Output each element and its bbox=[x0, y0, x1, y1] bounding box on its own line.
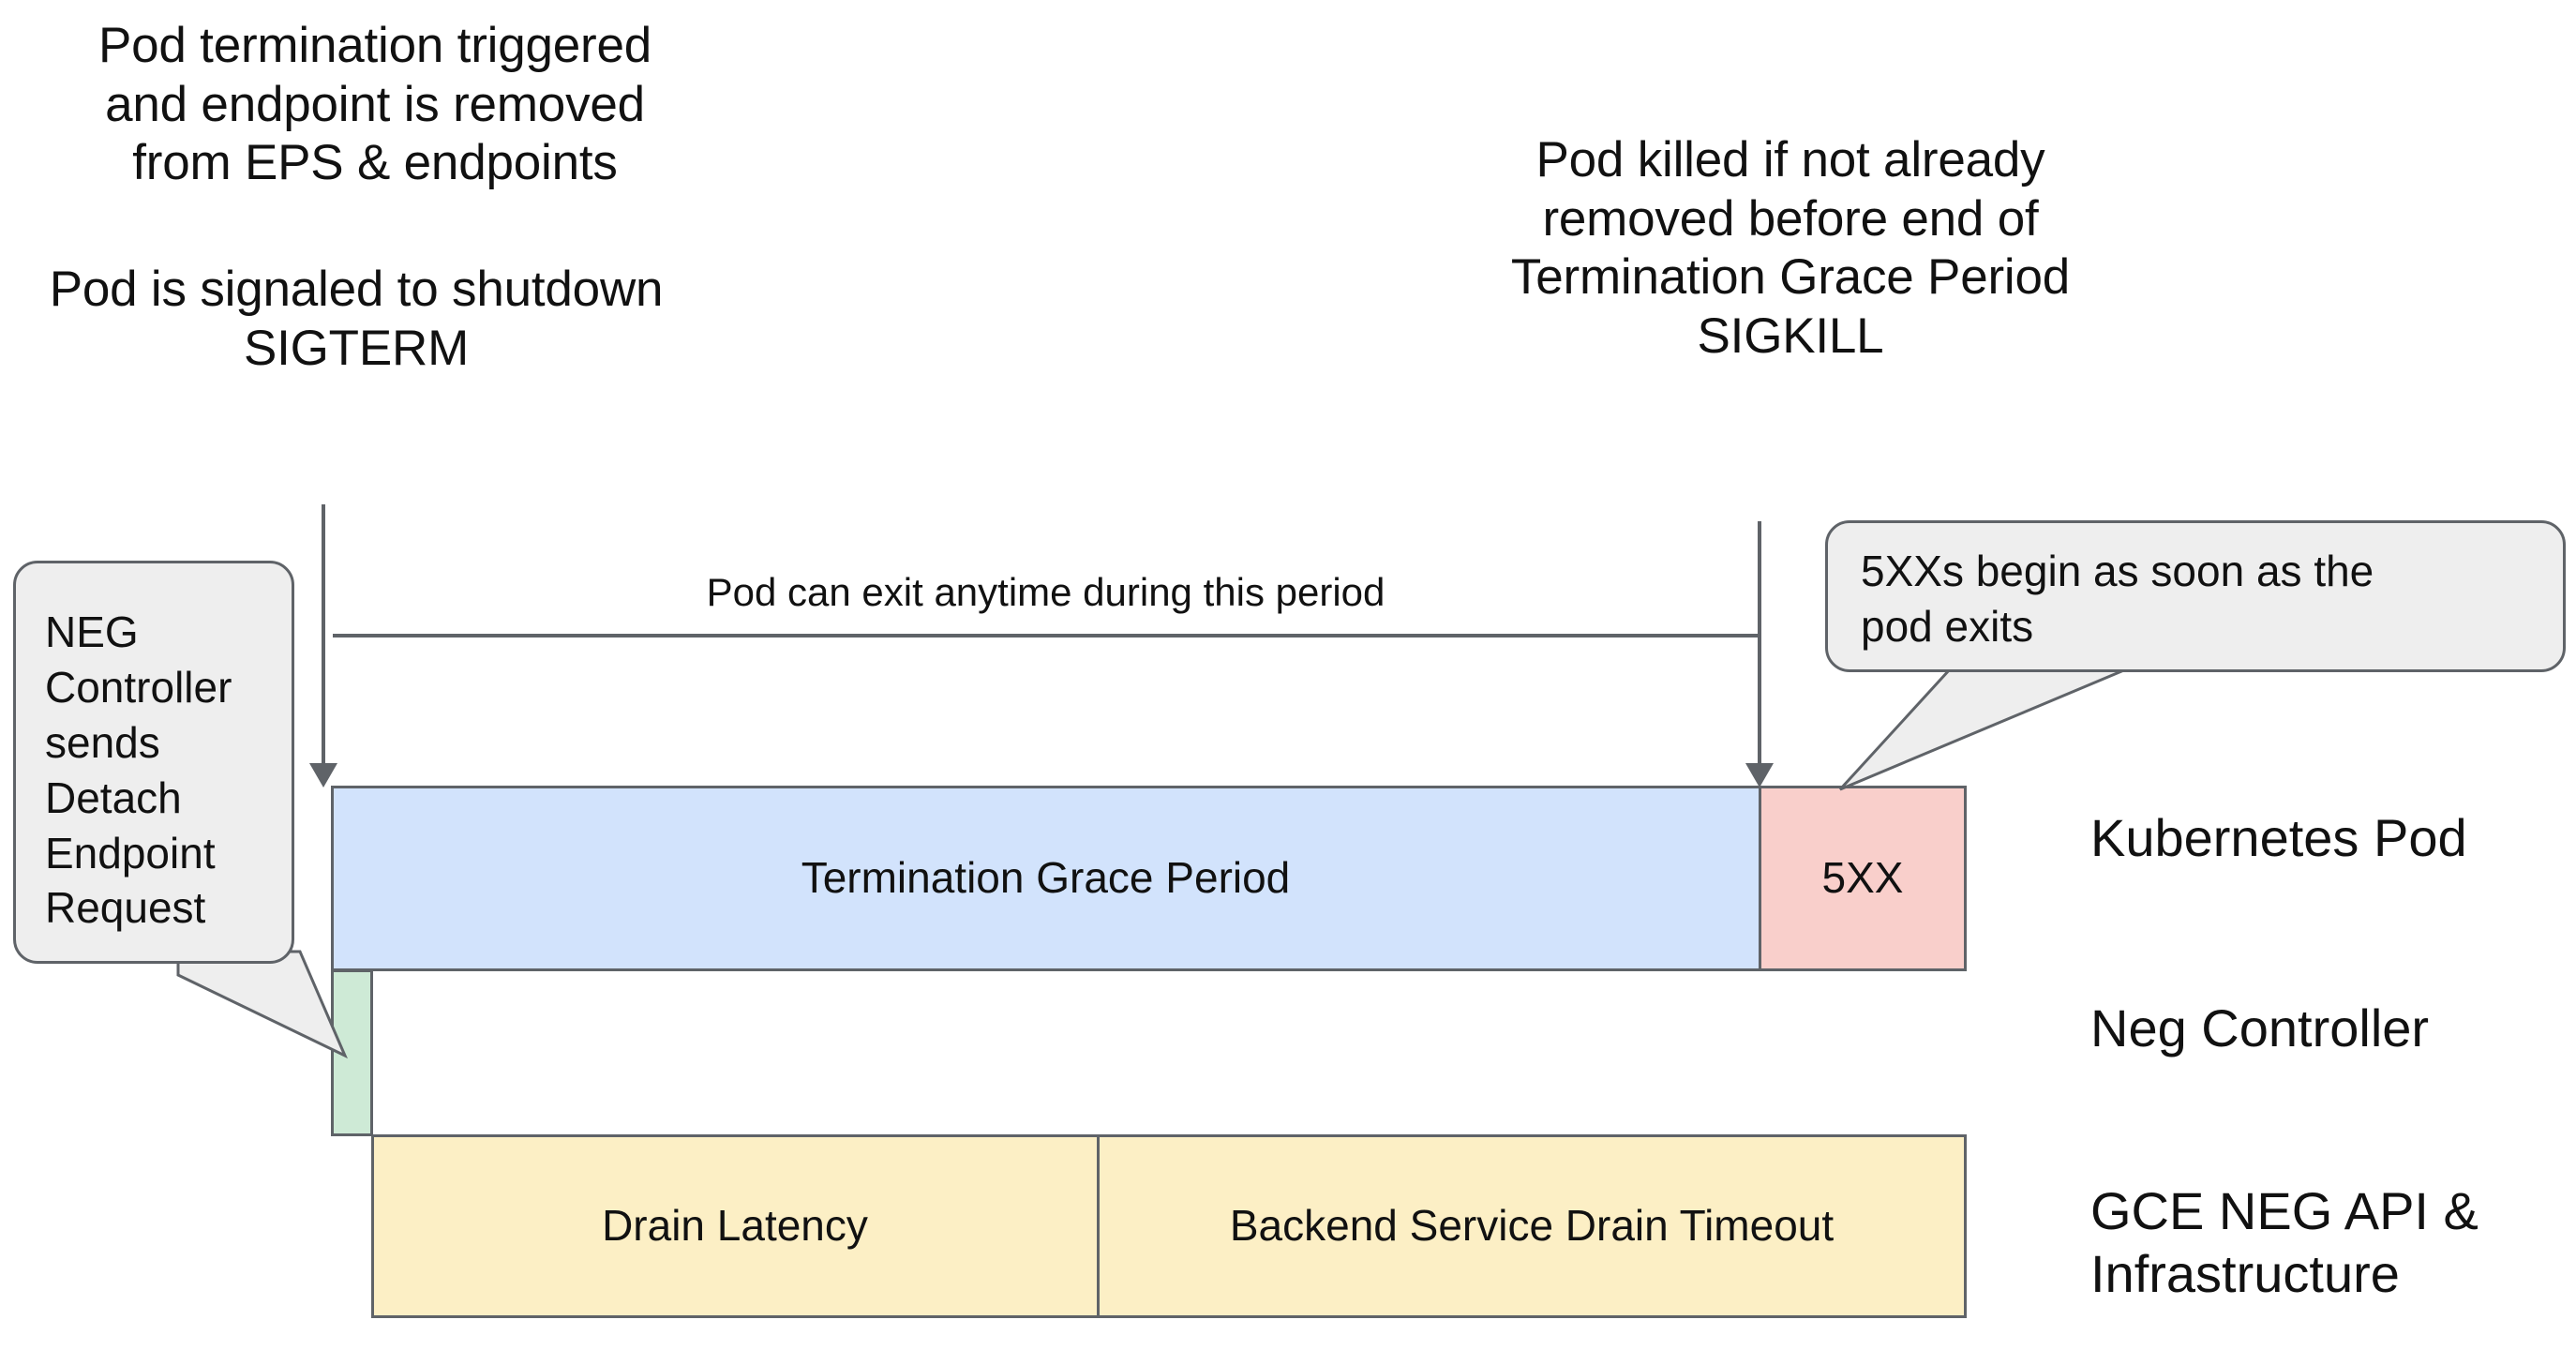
tail-shape bbox=[176, 950, 348, 1059]
bar-label-drain-latency: Drain Latency bbox=[602, 1201, 868, 1251]
bar-drain-latency bbox=[371, 1134, 1099, 1318]
row-label-kubernetes-pod: Kubernetes Pod bbox=[2090, 808, 2467, 867]
bar-neg-detach bbox=[331, 969, 373, 1136]
arrow-head-icon bbox=[309, 763, 337, 788]
row-label-neg-controller: Neg Controller bbox=[2090, 998, 2430, 1058]
callout-text-five-xx: 5XXs begin as soon as the pod exits bbox=[1861, 547, 2374, 651]
annotation-pod-sigkill: Pod killed if not already removed before… bbox=[1510, 132, 2071, 364]
arrow-shaft bbox=[1758, 521, 1761, 763]
annotation-pod-termination-triggered: Pod termination triggered and endpoint i… bbox=[97, 18, 652, 191]
tail-shape bbox=[1838, 668, 2127, 791]
callout-bubble-neg-controller bbox=[13, 561, 294, 964]
bar-label-five-xx: 5XX bbox=[1821, 853, 1904, 903]
arrow-shaft bbox=[322, 504, 325, 763]
callout-text-neg-controller: NEG Controller sends Detach Endpoint Req… bbox=[45, 608, 232, 933]
arrow-head-icon bbox=[1745, 763, 1774, 788]
bar-termination-grace-period bbox=[331, 786, 1760, 971]
bar-backend-service-drain-timeout bbox=[1097, 1134, 1967, 1318]
annotation-pod-sigterm: Pod is signaled to shutdown SIGTERM bbox=[49, 262, 664, 376]
bar-label-termination-grace-period: Termination Grace Period bbox=[801, 853, 1291, 903]
span-caption-pod-can-exit: Pod can exit anytime during this period bbox=[706, 570, 1385, 614]
row-label-gce-neg-api: GCE NEG API & Infrastructure bbox=[2090, 1181, 2479, 1304]
span-line bbox=[333, 634, 1759, 638]
bar-label-backend-service-drain-timeout: Backend Service Drain Timeout bbox=[1229, 1201, 1835, 1251]
callout-bubble-five-xx bbox=[1825, 520, 2566, 672]
